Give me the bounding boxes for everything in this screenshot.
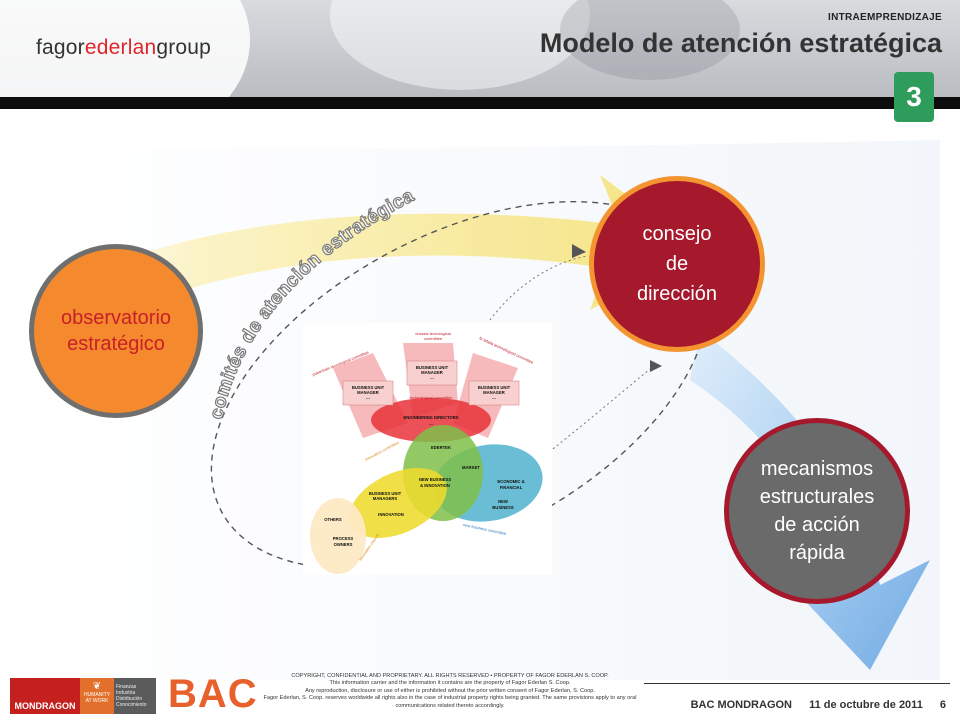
footer-info: BAC MONDRAGON 11 de octubre de 2011 6 bbox=[677, 699, 946, 711]
node-label: estructurales bbox=[759, 486, 875, 508]
footer-date: 11 de octubre de 2011 bbox=[809, 699, 923, 711]
node-label: rápida bbox=[789, 542, 845, 564]
area-label: Distribución bbox=[116, 696, 143, 702]
unit-label: MANAGER bbox=[421, 370, 443, 375]
unit-label: MANAGER bbox=[483, 390, 505, 395]
footer-divider bbox=[644, 683, 950, 684]
unit-label: MANAGERS bbox=[373, 496, 398, 501]
humanity-label: HUMANITY bbox=[83, 692, 111, 698]
unit-label: BUSINESS bbox=[492, 505, 514, 510]
node-mecanismos-estructurales: mecanismos estructurales de acción rápid… bbox=[724, 418, 910, 604]
page-title: Modelo de atención estratégica bbox=[539, 28, 942, 58]
node-label: mecanismos bbox=[760, 458, 874, 480]
copyright-line: COPYRIGHT, CONFIDENTIAL AND PROPRIETARY.… bbox=[291, 673, 609, 679]
arrowhead bbox=[650, 360, 662, 372]
others-ellipse bbox=[310, 498, 366, 574]
area-label: Conocimiento bbox=[116, 702, 147, 708]
unit-label: ... bbox=[492, 395, 496, 400]
unit-label: ... bbox=[430, 375, 434, 380]
humanity-icon: ❦ bbox=[92, 681, 102, 692]
area-label: Industria bbox=[116, 690, 136, 696]
innovation-ellipse bbox=[349, 468, 447, 538]
unit-label: MARKET bbox=[462, 465, 480, 470]
copyright-line: Fagor Ederlan, S. Coop. reserves worldwi… bbox=[263, 695, 637, 702]
committee-label: new business committee bbox=[463, 522, 508, 536]
unit-label: OWNERS bbox=[334, 542, 353, 547]
area-label: Finanzas bbox=[116, 684, 137, 690]
page-number: 6 bbox=[939, 699, 946, 711]
mondragon-areas-tile: Finanzas Industria Distribución Conocimi… bbox=[114, 678, 156, 714]
node-label: consejo bbox=[642, 223, 712, 245]
arrowhead bbox=[572, 244, 586, 258]
slide-badge: 3 bbox=[894, 72, 934, 122]
humanity-label: AT WORK bbox=[85, 698, 109, 704]
unit-label: PROCESS bbox=[333, 536, 354, 541]
unit-label: ... bbox=[429, 421, 433, 426]
unit-label: EDERTEK bbox=[431, 445, 451, 450]
yellow-flow-arrow bbox=[30, 175, 700, 345]
dotted-connector bbox=[544, 364, 656, 456]
unit-label: BUSINESS UNIT bbox=[352, 385, 385, 390]
footer-org: BAC MONDRAGON bbox=[690, 699, 793, 711]
unit-label: ... bbox=[366, 395, 370, 400]
copyright-line: communications related thereto according… bbox=[395, 702, 505, 709]
node-observatorio-estrategico: observatorio estratégico bbox=[29, 244, 203, 418]
copyright-line: Any reproduction, disclosure or use of e… bbox=[305, 687, 595, 694]
unit-label: INNOVATION bbox=[378, 512, 404, 517]
mondragon-logo: MONDRAGON bbox=[10, 678, 80, 714]
humanity-at-work-logo: ❦ HUMANITY AT WORK bbox=[80, 678, 114, 714]
committee-label: innovation committee bbox=[364, 439, 400, 462]
bac-logo: BAC bbox=[168, 672, 258, 716]
unit-label: BUSINESS UNIT bbox=[416, 365, 449, 370]
node-label: observatorio bbox=[60, 307, 172, 329]
node-label: estratégico bbox=[67, 333, 165, 355]
node-label: dirección bbox=[636, 283, 718, 305]
committee-label: technological committee bbox=[410, 395, 454, 400]
node-consejo-de-direccion: consejo de dirección bbox=[589, 176, 765, 352]
unit-box bbox=[406, 360, 458, 386]
unit-label: MANAGER bbox=[357, 390, 379, 395]
unit-box bbox=[468, 380, 520, 406]
unit-box bbox=[342, 380, 394, 406]
node-label: de acción bbox=[774, 514, 860, 536]
unit-label: BUSINESS UNIT bbox=[478, 385, 511, 390]
unit-label: NEW BUSINESS bbox=[419, 477, 452, 482]
header-decoration bbox=[0, 0, 250, 97]
unit-label: OTHERS bbox=[324, 517, 342, 522]
unit-label: BUSINESS UNIT bbox=[369, 491, 402, 496]
header-banner: fagorederlangroup INTRAEMPRENDIZAJE Mode… bbox=[0, 0, 960, 97]
unit-label: ECONOMIC & bbox=[497, 479, 524, 484]
org-chart-image: BUSINESS UNIT MANAGER ... BUSINESS UNIT … bbox=[303, 323, 552, 575]
header-decoration bbox=[560, 0, 740, 80]
unit-label: & INNOVATION bbox=[420, 483, 450, 488]
unit-label: FINANCIAL bbox=[500, 485, 523, 490]
company-logo: fagorederlangroup bbox=[36, 36, 212, 59]
section-label: INTRAEMPRENDIZAJE bbox=[828, 12, 942, 23]
unit-label: ENGINEERING DIRECTORS bbox=[403, 415, 458, 420]
node-label: de bbox=[665, 253, 689, 275]
unit-label: NEW bbox=[498, 499, 508, 504]
header-divider bbox=[0, 97, 960, 109]
committee-label: committee bbox=[424, 336, 443, 341]
copyright-line: This information carrier and the informa… bbox=[329, 680, 571, 687]
copyright-notice: COPYRIGHT, CONFIDENTIAL AND PROPRIETARY.… bbox=[260, 673, 640, 710]
dotted-connector bbox=[489, 255, 589, 321]
committee-label: chassis tecnological bbox=[415, 331, 451, 336]
